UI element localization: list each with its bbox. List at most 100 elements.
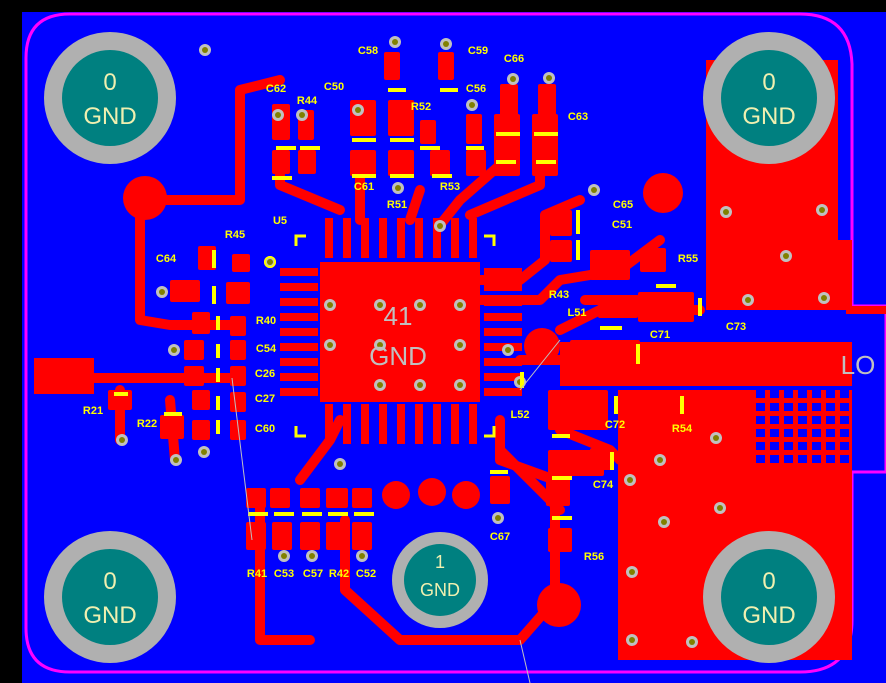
lo-grid-cell-1-3	[798, 403, 807, 411]
lo-grid-cell-2-3	[798, 416, 807, 424]
designator-c57: C57	[303, 568, 323, 580]
lo-grid-cell-3-1	[770, 429, 779, 437]
designator-c65: C65	[613, 199, 633, 211]
lo-grid-cell-2-6	[840, 416, 849, 424]
smd-pad-16	[430, 150, 450, 176]
chip-pin-top-4	[397, 218, 405, 258]
smd-pad-23	[226, 282, 250, 304]
silk-mark-37	[248, 512, 268, 516]
smd-pad-54	[326, 488, 348, 508]
silk-mark-12	[272, 176, 292, 180]
chip-pin-left-0	[280, 268, 318, 276]
smd-pad-7	[388, 100, 414, 136]
chip-pin-bottom-8	[469, 404, 477, 444]
lo-grid-cell-0-2	[784, 390, 793, 398]
silk-mark-10	[496, 160, 516, 164]
via-layer	[116, 36, 849, 648]
copper-round-pad-4	[382, 481, 410, 509]
via-hole-35	[437, 223, 443, 229]
via-hole-19	[359, 553, 365, 559]
smd-pad-47	[590, 448, 612, 470]
chip-ground-pad	[320, 262, 480, 402]
r21-pad	[34, 358, 94, 394]
designator-r53: R53	[440, 181, 460, 193]
chip-pin-top-5	[415, 218, 423, 258]
smd-pad-44	[548, 390, 608, 430]
silk-mark-31	[680, 396, 684, 414]
chip-pad-net: 41	[384, 301, 413, 331]
ratsnest-line-1	[519, 639, 531, 683]
lo-grid-cell-5-6	[840, 455, 849, 463]
designator-c61: C61	[354, 181, 374, 193]
silk-mark-21	[216, 396, 220, 410]
trace-17	[555, 305, 605, 335]
mh-center-bottom-fill	[404, 544, 476, 616]
via-hole-43	[457, 382, 463, 388]
via-hole-29	[661, 519, 667, 525]
copper-round-pad-3	[524, 328, 560, 364]
silk-mark-15	[432, 174, 452, 178]
via-hole-31	[657, 457, 663, 463]
lo-grid-cell-4-6	[840, 442, 849, 450]
mh-bottom-right-net: 0	[762, 568, 775, 595]
silk-mark-41	[354, 512, 374, 516]
copper-pour-1	[706, 240, 852, 310]
chip-pin-bottom-7	[451, 404, 459, 444]
ratsnest-line-0	[231, 377, 253, 541]
lo-grid-cell-2-4	[812, 416, 821, 424]
smd-pad-50	[548, 528, 572, 552]
via-hole-44	[505, 347, 511, 353]
silk-mark-2	[352, 138, 376, 142]
silk-mark-0	[276, 146, 296, 150]
smd-pad-59	[326, 522, 348, 550]
designator-c54: C54	[256, 343, 277, 355]
lo-grid-cell-2-5	[826, 416, 835, 424]
via-hole-5	[275, 112, 281, 118]
chip-pin-left-8	[280, 388, 318, 396]
smd-pad-42	[570, 340, 640, 380]
lo-grid-cell-0-4	[812, 390, 821, 398]
chip-pin-left-3	[280, 313, 318, 321]
via-hole-20	[337, 461, 343, 467]
silk-mark-29	[636, 344, 640, 364]
silk-mark-43	[520, 372, 524, 388]
silk-mark-27	[600, 326, 622, 330]
chip-pin-right-4	[484, 328, 522, 336]
via-hole-8	[469, 102, 475, 108]
silk-mark-20	[216, 368, 220, 382]
chip-pin-right-0	[484, 268, 522, 276]
via-hole-30	[629, 569, 635, 575]
chip-pad-label: GND	[369, 341, 427, 371]
silk-mark-34	[552, 476, 572, 480]
designator-c51: C51	[612, 219, 632, 231]
chip-pin-bottom-1	[343, 404, 351, 444]
designator-u5: U5	[273, 215, 287, 227]
chip-pin-top-2	[361, 218, 369, 258]
chip-pin-top-3	[379, 218, 387, 258]
silk-mark-23	[114, 392, 128, 396]
via-hole-1	[392, 39, 398, 45]
smd-pad-57	[272, 522, 292, 550]
lo-grid-cell-1-0	[756, 403, 765, 411]
smd-pad-0	[384, 52, 400, 80]
smd-pad-39	[640, 248, 666, 272]
smd-pad-58	[300, 522, 320, 550]
via-hole-22	[723, 209, 729, 215]
via-hole-11	[159, 289, 165, 295]
u5-corner-3	[484, 426, 496, 438]
via-hole-47	[327, 342, 333, 348]
silk-mark-25	[576, 210, 580, 234]
lo-grid-cell-0-1	[770, 390, 779, 398]
via-hole-25	[745, 297, 751, 303]
lo-grid-cell-4-1	[770, 442, 779, 450]
via-hole-7	[355, 107, 361, 113]
designator-c52: C52	[356, 568, 376, 580]
chip-pin-left-4	[280, 328, 318, 336]
designator-r56: R56	[584, 551, 604, 563]
via-hole-12	[171, 347, 177, 353]
lo-grid-cell-4-0	[756, 442, 765, 450]
silkscreen-layer	[114, 88, 702, 520]
designator-c66: C66	[504, 53, 524, 65]
